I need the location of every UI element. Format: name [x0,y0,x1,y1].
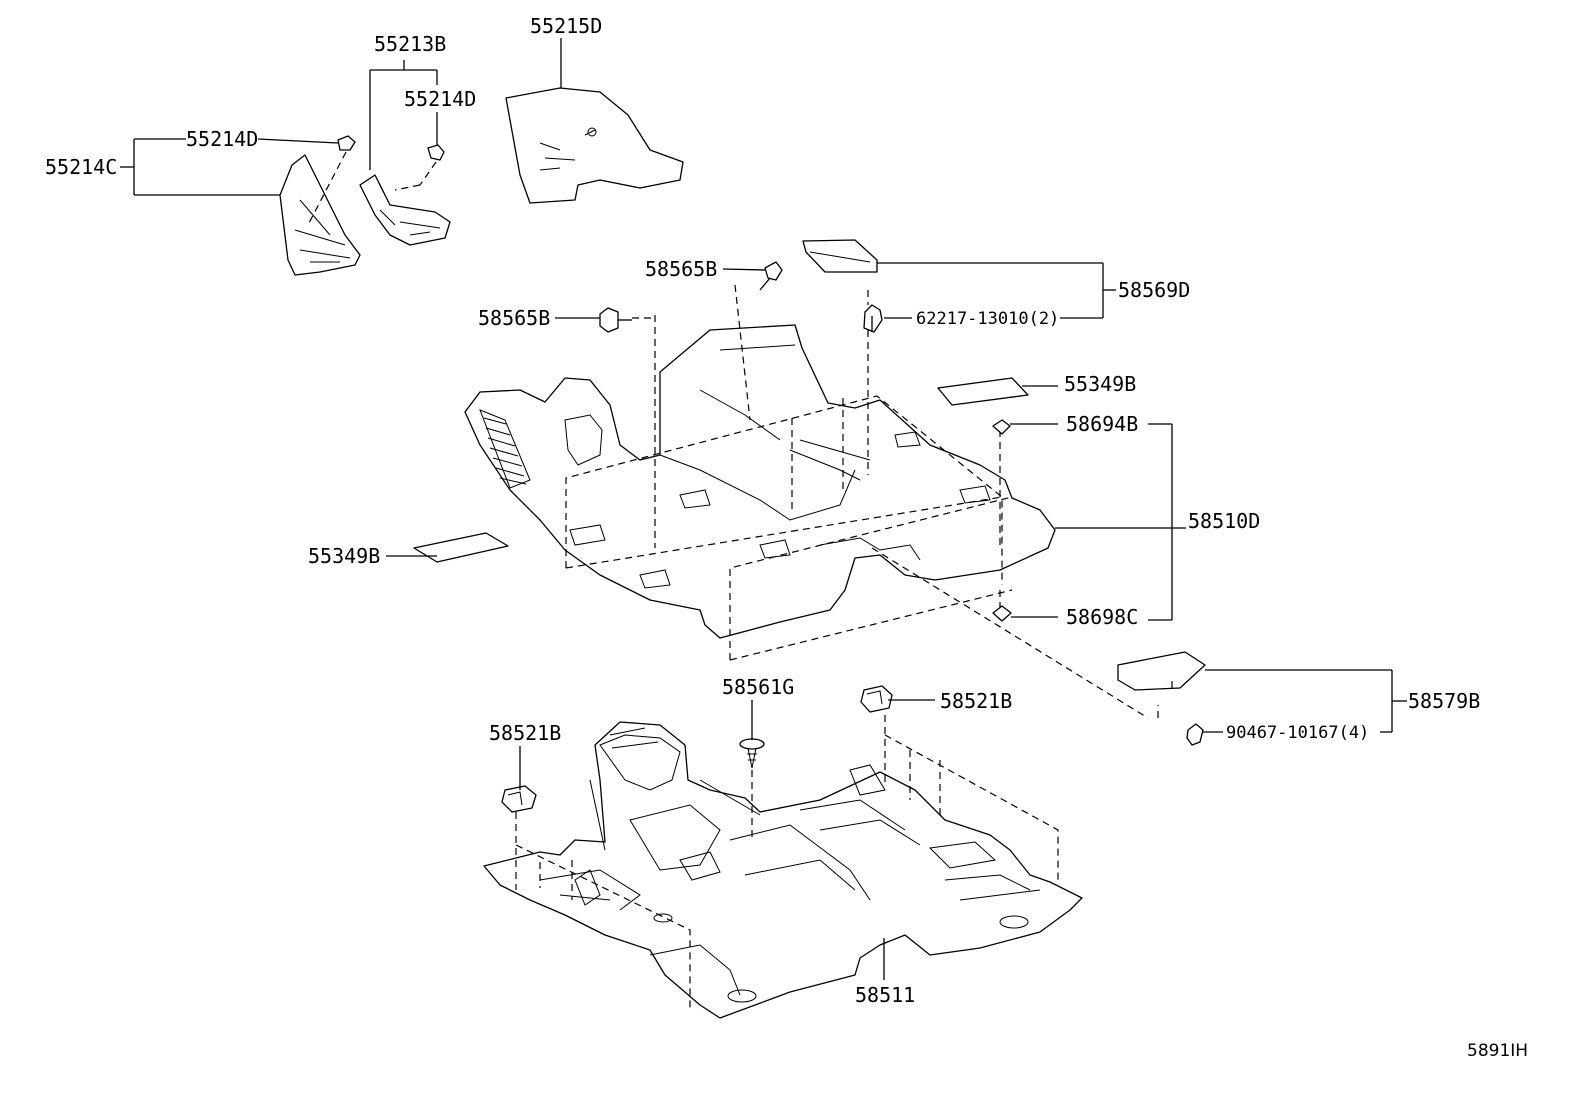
mat-piece-55215D [505,87,684,204]
screw-58565B-left [599,307,632,333]
label-58561G: 58561G [722,675,794,699]
label-58565B-top: 58565B [645,257,717,281]
label-55214C: 55214C [45,155,117,179]
grommet-58698C [992,605,1012,622]
label-58698C: 58698C [1066,605,1138,629]
label-58510D: 58510D [1188,509,1260,533]
label-55214D-left: 55214D [186,127,258,151]
dashed-guides-58511 [515,715,1059,1008]
label-58521B-right: 58521B [940,689,1012,713]
leader-lines-bottom [519,699,935,980]
label-62217-13010: 62217-13010(2) [916,309,1059,329]
reference-code: 5891IH [1467,1041,1528,1061]
mat-55349B-left [413,532,509,563]
cover-58579B [1117,651,1206,691]
screw-90467-icon [1186,723,1204,746]
label-55215D: 55215D [530,14,602,38]
label-58565B-left: 58565B [478,306,550,330]
mat-piece-55214C [279,154,361,276]
clip-58521B-right [860,685,893,713]
fastener-58561G [739,738,765,769]
label-55213B: 55213B [374,32,446,56]
scuff-plate-58569D [802,239,878,273]
label-58694B: 58694B [1066,412,1138,436]
mat-piece-55213B [359,174,451,246]
label-58511: 58511 [855,983,915,1007]
label-55349B-left: 55349B [308,544,380,568]
leader-lines-middle [386,262,1407,733]
grommet-58694B [992,419,1011,435]
label-55349B-right: 55349B [1064,372,1136,396]
label-58569D: 58569D [1118,278,1190,302]
clip-icon [337,135,445,161]
floor-silencer-58511 [483,721,1083,1019]
label-58521B-left: 58521B [489,721,561,745]
leader-lines-top-left [120,38,562,226]
label-55214D-top: 55214D [404,87,476,111]
label-90467-10167: 90467-10167(4) [1226,723,1369,743]
dashed-guides-58510D [565,284,1149,719]
screw-58565B-top [759,261,783,291]
clip-62217-icon [863,304,883,333]
label-58579B: 58579B [1408,689,1480,713]
floor-carpet-58510D [464,324,1056,639]
mat-55349B-right [937,377,1029,406]
clip-58521B-left [501,785,537,813]
